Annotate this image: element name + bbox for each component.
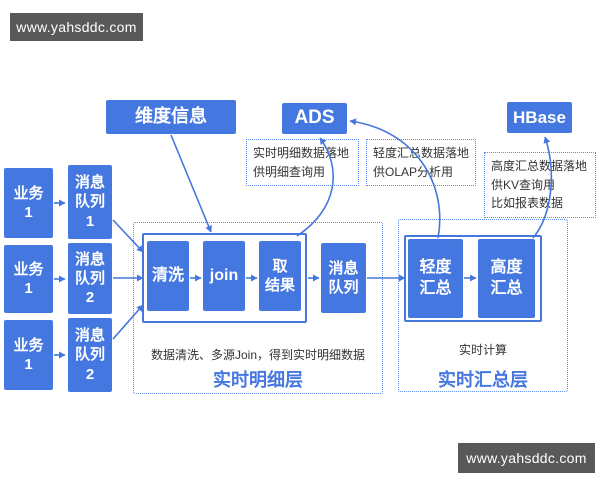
- node-dimension-info: 维度信息: [106, 100, 236, 134]
- arrow-dimension-to-join: [170, 134, 212, 233]
- node-message-queue-2a: 消息 队列 2: [68, 243, 112, 314]
- node-business-1b: 业务 1: [4, 245, 53, 313]
- node-business-1c: 业务 1: [4, 320, 53, 390]
- label-detail-layer-note: 数据清洗、多源Join，得到实时明细数据: [150, 348, 365, 362]
- node-clean: 清洗: [147, 241, 189, 311]
- annotation-light-agg-sink: 轻度汇总数据落地 供OLAP分析用: [366, 139, 476, 187]
- label-summary-layer-title: 实时汇总层: [438, 370, 528, 390]
- node-light-aggregation: 轻度 汇总: [408, 239, 463, 318]
- watermark-bottom-right: www.yahsddc.com: [458, 443, 595, 473]
- label-summary-layer-note: 实时计算: [458, 343, 507, 357]
- node-message-queue-2b: 消息 队列 2: [68, 318, 112, 392]
- container-summary-layer: [398, 219, 568, 392]
- node-mid-message-queue: 消息 队列: [321, 243, 366, 313]
- node-ads: ADS: [282, 103, 347, 134]
- annotation-detail-sink: 实时明细数据落地 供明细查询用: [246, 139, 359, 187]
- node-take-result: 取 结果: [259, 241, 301, 311]
- node-hbase: HBase: [507, 102, 572, 133]
- node-business-1a: 业务 1: [4, 168, 53, 238]
- watermark-top-left: www.yahsddc.com: [10, 13, 143, 41]
- node-high-aggregation: 高度 汇总: [478, 239, 535, 318]
- node-message-queue-1: 消息 队列 1: [68, 165, 112, 239]
- label-detail-layer-title: 实时明细层: [213, 370, 303, 390]
- node-join: join: [203, 241, 245, 311]
- annotation-high-agg-sink: 高度汇总数据落地 供KV查询用 比如报表数据: [484, 152, 596, 218]
